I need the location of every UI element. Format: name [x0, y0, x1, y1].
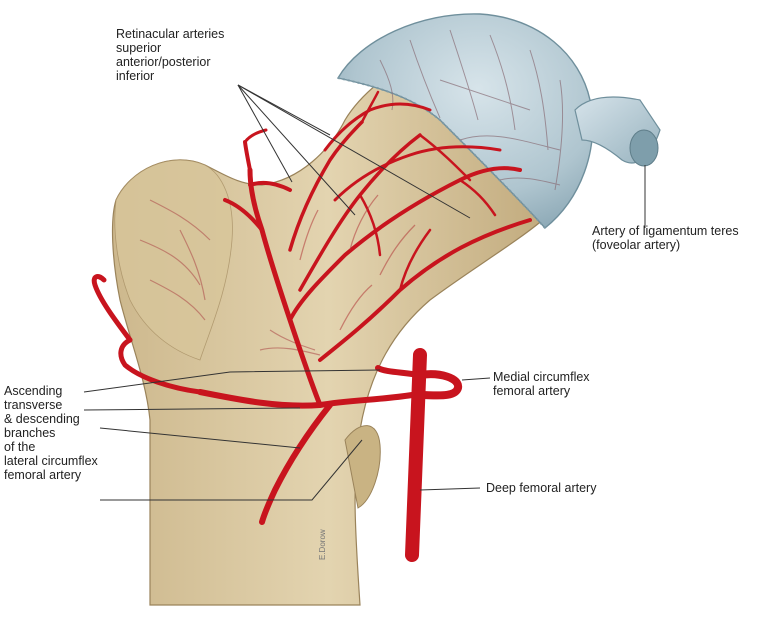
- arteries: [91, 90, 532, 562]
- medial-circumflex-artery: [416, 370, 462, 400]
- leader-retinacular-2: [237, 84, 356, 216]
- neck-vessels: [299, 194, 416, 331]
- lesser-trochanter: [344, 425, 381, 509]
- artist-signature: E.Dorow: [318, 529, 327, 560]
- label-medial-circumflex: Medial circumflex femoral artery: [493, 370, 590, 398]
- label-deep-femoral-artery: Deep femoral artery: [486, 481, 597, 495]
- leader-lateral-2: [83, 407, 301, 411]
- head-margin: [337, 77, 546, 229]
- greater-trochanter: [114, 159, 233, 361]
- leader-lateral-4: [100, 439, 363, 501]
- label-retinacular-arteries: Retinacular arteries superior anterior/p…: [116, 27, 225, 83]
- leader-lines: [83, 84, 646, 501]
- leader-retinacular-4: [237, 84, 471, 219]
- label-lateral-circumflex-branches: Ascending transverse & descending branch…: [4, 384, 98, 482]
- leader-lateral-1: [83, 369, 381, 393]
- head-vessels: [379, 29, 563, 191]
- leader-medial: [461, 377, 491, 381]
- label-artery-ligamentum-teres: Artery of ligamentum teres (foveolar art…: [592, 224, 739, 252]
- leader-retinacular-1: [237, 84, 293, 183]
- ligament-cut-end: [629, 129, 659, 167]
- leader-lateral-3: [99, 427, 301, 449]
- trochanter-vessels: [139, 199, 321, 356]
- deep-femoral-artery: [405, 348, 427, 562]
- leader-deep: [419, 487, 481, 491]
